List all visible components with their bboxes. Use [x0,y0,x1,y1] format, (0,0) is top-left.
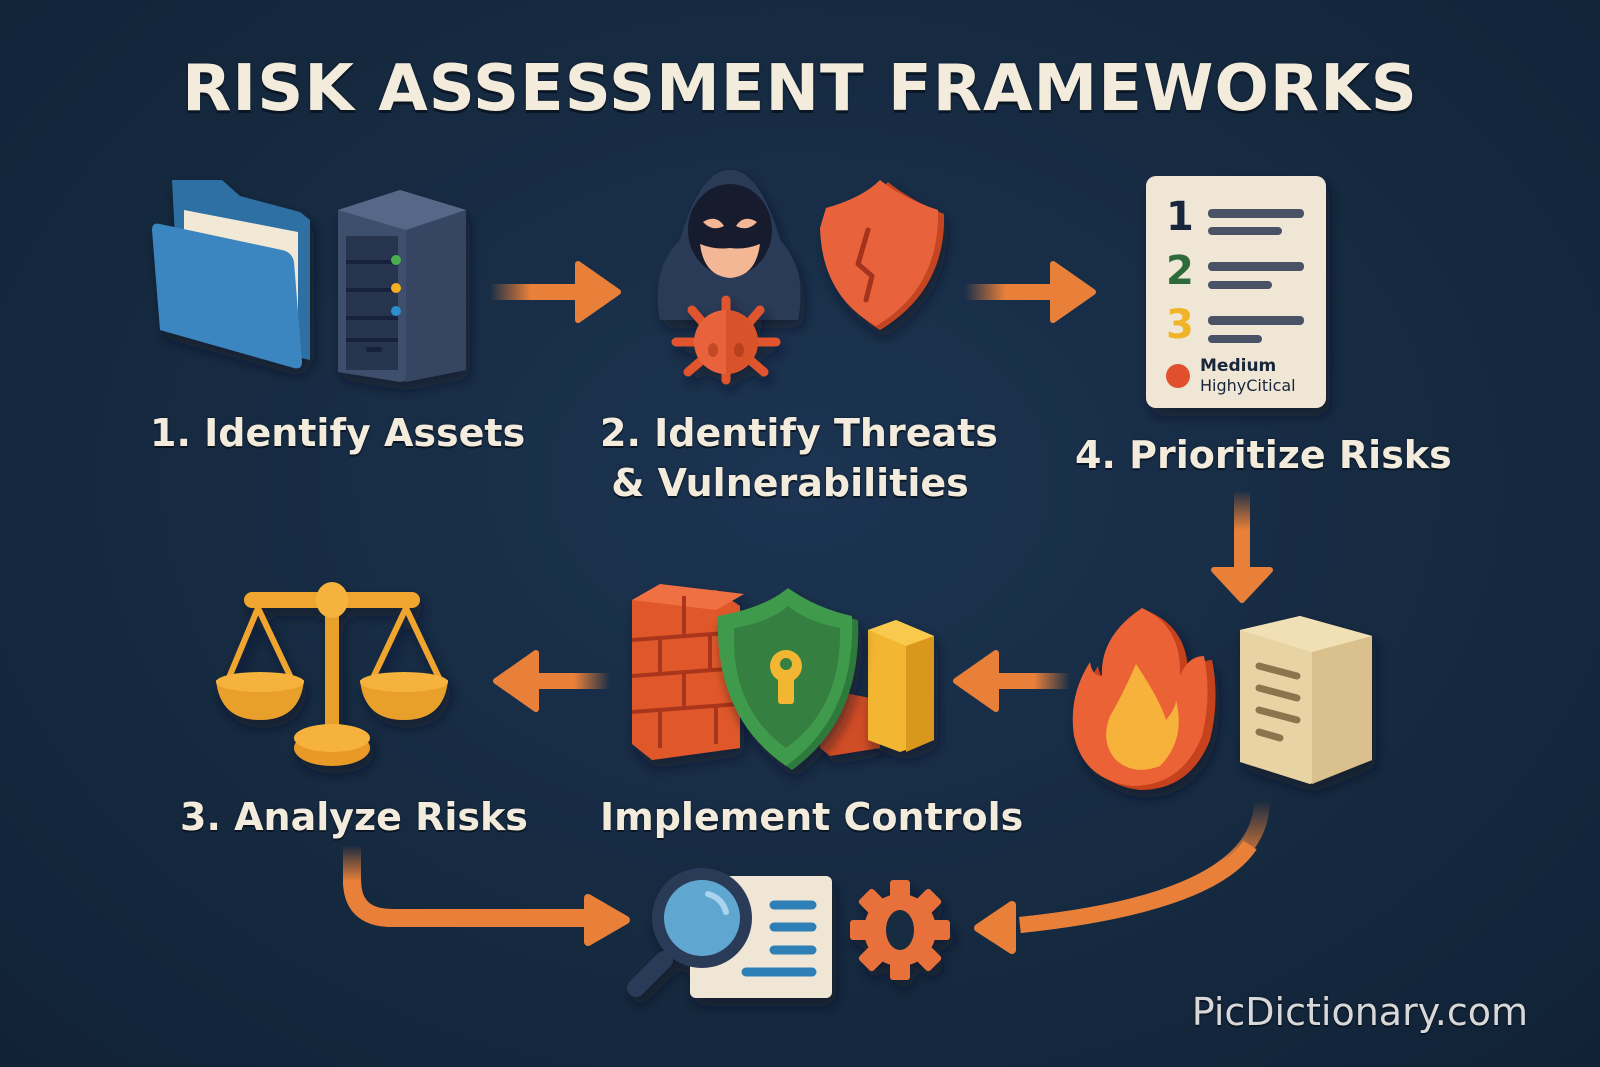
arrow-right-icon [965,261,1096,323]
document-box-icon [1240,616,1372,784]
magnifier-document-icon [627,868,832,998]
priority-number-2: 2 [1166,248,1194,294]
broken-shield-icon [820,180,945,330]
gear-icon [850,880,950,980]
step-label-identify-assets: 1. Identify Assets [150,411,526,455]
gold-bar-icon [868,620,934,752]
step-label-line: & Vulnerabilities [611,461,969,505]
arrow-left-icon [493,650,610,712]
server-icon [338,190,466,382]
priority-list-icon [1146,176,1326,408]
priority-number-1: 1 [1166,194,1194,240]
priority-legend: Medium HighyCitical [1200,356,1296,396]
legend-high-critical: HighyCitical [1200,376,1296,395]
scales-icon [216,582,448,766]
priority-numbers: 1 2 3 [1166,190,1194,352]
arrow-curved-left-icon [974,799,1270,954]
brick-wall-icon [631,584,880,760]
arrow-right-icon [490,261,621,323]
hacker-icon [657,170,801,320]
arrow-left-icon [953,650,1070,712]
step-label-line: 2. Identify Threats [600,411,998,455]
legend-medium: Medium [1200,356,1277,376]
priority-number-3: 3 [1166,302,1194,348]
bug-icon [671,295,781,385]
page-title: RISK ASSESSMENT FRAMEWORKS [182,52,1418,126]
step-label-identify-threats: 2. Identify Threats & Vulnerabilities [600,408,998,508]
lock-shield-icon [718,588,859,770]
step-label-implement-controls: Implement Controls [600,795,1024,839]
step-label-prioritize-risks: 4. Prioritize Risks [1075,433,1452,477]
watermark: PicDictionary.com [1191,990,1528,1034]
step-label-analyze-risks: 3. Analyze Risks [180,795,528,839]
folder-icon [152,180,310,369]
arrow-down-icon [1211,490,1273,603]
arrow-curved-right-icon [343,845,630,946]
fire-icon [1072,608,1216,790]
